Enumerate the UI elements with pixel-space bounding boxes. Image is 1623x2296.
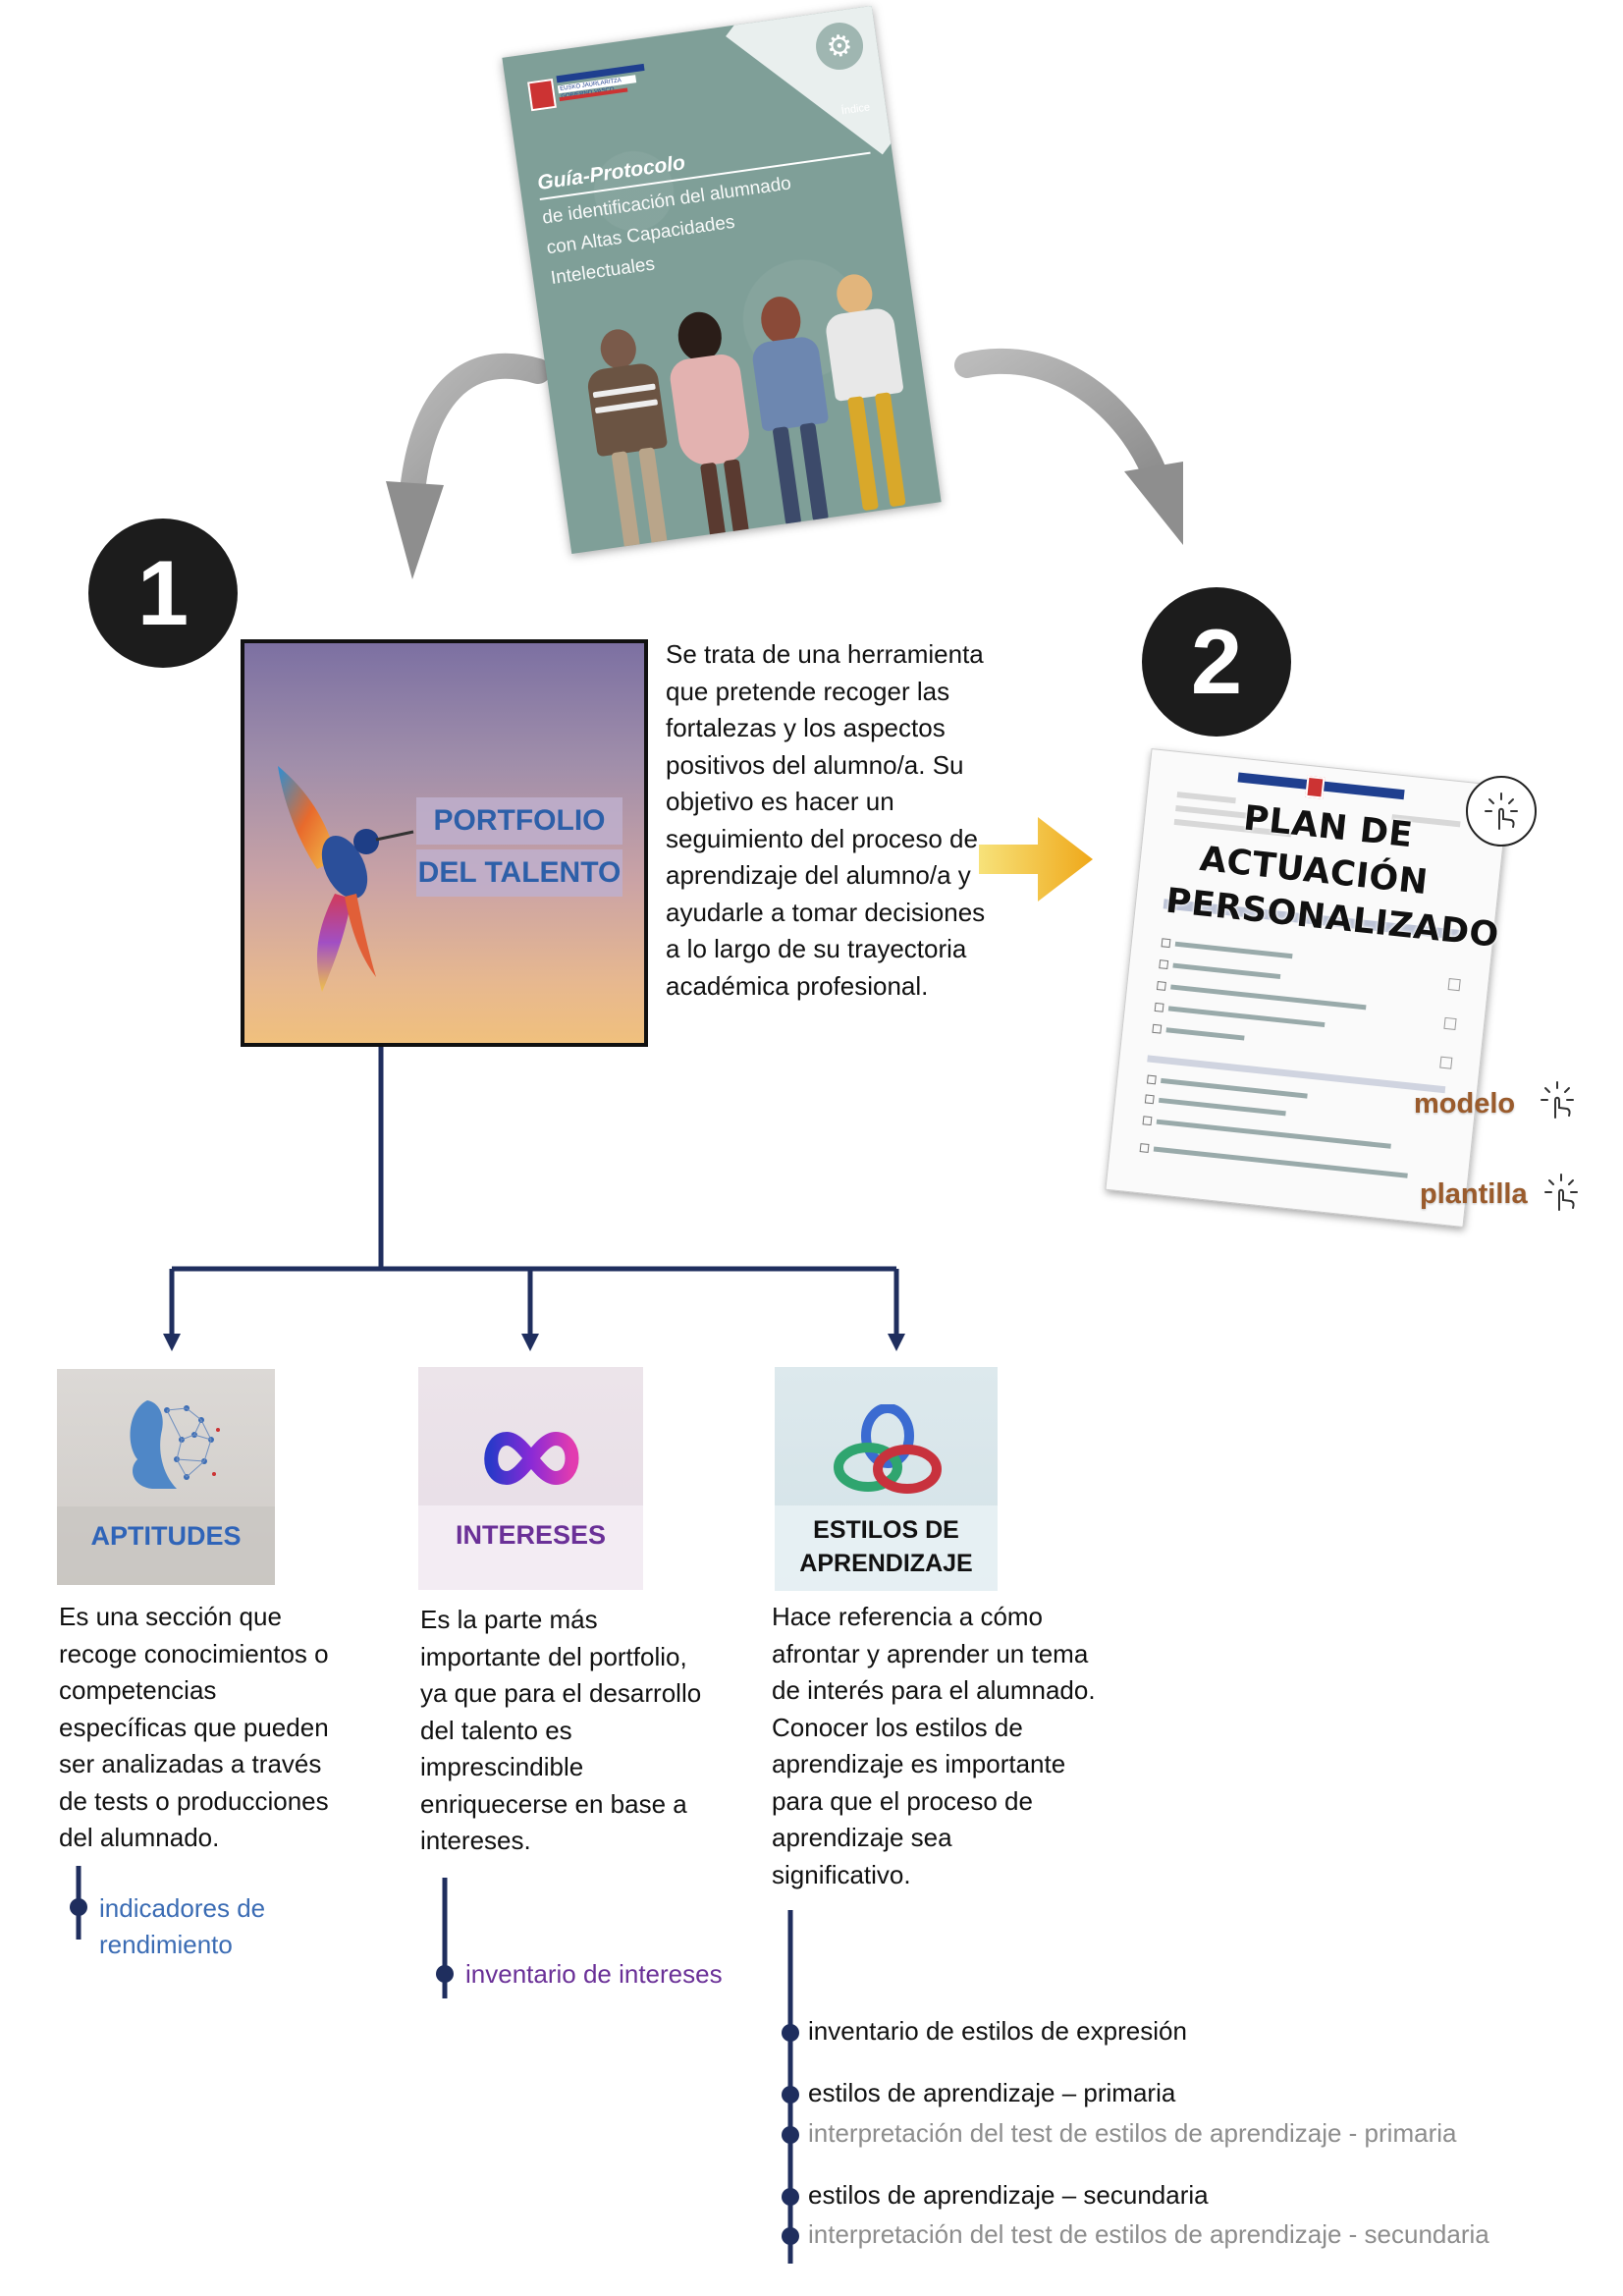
timeline-dot xyxy=(436,1965,454,1983)
intereses-card[interactable]: INTERESES xyxy=(418,1367,643,1590)
step-badge-1: 1 xyxy=(88,519,238,668)
intereses-description: Es la parte más importante del portfolio… xyxy=(420,1605,702,1855)
brain-network-icon xyxy=(130,1400,220,1489)
touch-tap-icon[interactable] xyxy=(1466,776,1537,847)
estilos-aprendizaje-primaria-link[interactable]: estilos de aprendizaje – primaria xyxy=(808,2078,1176,2107)
estilos-description: Hace referencia a cómo afrontar y aprend… xyxy=(772,1602,1096,1889)
plantilla-touch-icon[interactable] xyxy=(1542,1171,1585,1214)
aptitudes-card[interactable]: APTITUDES xyxy=(57,1369,275,1585)
portfolio-title-line-2: DEL TALENTO xyxy=(416,849,622,897)
timeline-dot xyxy=(782,2227,799,2245)
estilos-label: ESTILOS DE APRENDIZAJE xyxy=(775,1505,998,1591)
left-curved-arrow xyxy=(386,353,551,579)
step-badge-2: 2 xyxy=(1142,587,1291,737)
timeline-dot xyxy=(782,2086,799,2104)
timeline-dot xyxy=(782,2126,799,2144)
aptitudes-label: APTITUDES xyxy=(57,1506,275,1585)
arrowhead-estilos xyxy=(888,1334,905,1351)
interpretacion-test-primaria-link[interactable]: interpretación del test de estilos de ap… xyxy=(808,2118,1457,2148)
plantilla-link[interactable]: plantilla xyxy=(1420,1178,1528,1210)
intereses-label: INTERESES xyxy=(418,1505,643,1590)
timeline-dot xyxy=(70,1898,87,1916)
guide-title: Guía-Protocolo de identificación del alu… xyxy=(535,125,884,291)
estilos-label-line-2: APRENDIZAJE xyxy=(799,1550,973,1577)
aptitudes-description: Es una sección que recoge conocimientos … xyxy=(59,1602,329,1852)
portfolio-title-line-1: PORTFOLIO xyxy=(416,797,622,845)
arrowhead-intereses xyxy=(521,1334,539,1351)
estilos-aprendizaje-card[interactable]: ESTILOS DE APRENDIZAJE xyxy=(775,1367,998,1591)
modelo-touch-icon[interactable] xyxy=(1538,1078,1581,1121)
plan-actuacion-document[interactable]: PLAN DE ACTUACIÓN PERSONALIZADO xyxy=(1105,748,1510,1228)
inventario-estilos-expresion-link[interactable]: inventario de estilos de expresión xyxy=(808,2016,1187,2046)
right-curved-arrow xyxy=(954,348,1183,545)
portfolio-description: Se trata de una herramienta que pretende… xyxy=(666,639,986,1001)
timeline-dot xyxy=(782,2024,799,2042)
estilos-label-line-1: ESTILOS DE xyxy=(813,1516,959,1544)
timeline-dot xyxy=(782,2188,799,2206)
interpretacion-test-secundaria-link[interactable]: interpretación del test de estilos de ap… xyxy=(808,2219,1489,2249)
estilos-aprendizaje-secundaria-link[interactable]: estilos de aprendizaje – secundaria xyxy=(808,2180,1209,2210)
portfolio-del-talento-card[interactable]: PORTFOLIO DEL TALENTO xyxy=(241,639,648,1047)
hummingbird-illustration xyxy=(278,766,414,992)
guide-protocol-cover[interactable]: ⚙ EUSKO JAURLARITZA GOBIERNO VASCO Índic… xyxy=(502,6,942,554)
infinity-icon xyxy=(484,1431,579,1486)
arrowhead-aptitudes xyxy=(163,1334,181,1351)
government-logo: EUSKO JAURLARITZA GOBIERNO VASCO xyxy=(527,63,649,113)
interlocked-rings-icon xyxy=(834,1404,942,1494)
touch-tap-glyph xyxy=(1485,793,1518,830)
modelo-link[interactable]: modelo xyxy=(1414,1088,1516,1120)
yellow-right-arrow xyxy=(979,817,1093,902)
indicadores-rendimiento-link[interactable]: indicadores de rendimiento xyxy=(99,1893,266,1959)
inventario-intereses-link[interactable]: inventario de intereses xyxy=(465,1959,723,1989)
